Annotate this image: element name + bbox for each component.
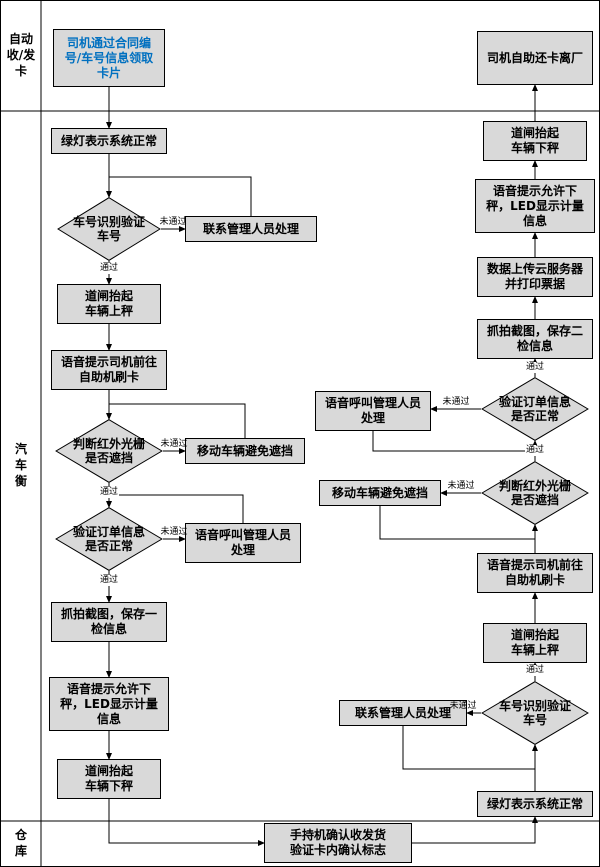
node-infrared-right-label: 判断红外光栅 是否遮挡 bbox=[498, 478, 571, 507]
node-voice-call-admin-left: 语音呼叫管理人员 处理 bbox=[185, 523, 301, 563]
lane-label-truck-scale: 汽 车 衡 bbox=[14, 442, 27, 489]
node-verify-order-right: 验证订单信息 是否正常 bbox=[481, 377, 589, 441]
node-voice-allow-off-right: 语音提示允许下 秤，LED显示计量 信息 bbox=[475, 179, 595, 233]
node-green-light-left: 绿灯表示系统正常 bbox=[51, 128, 167, 154]
diamond-shape bbox=[55, 507, 163, 571]
node-voice-swipe-right: 语音提示司机前往 自助机刷卡 bbox=[477, 553, 593, 593]
edge-label-pass: 通过 bbox=[524, 665, 546, 676]
diamond-shape bbox=[55, 419, 163, 483]
edge-label-fail: 未通过 bbox=[160, 527, 188, 537]
edge-label-pass: 通过 bbox=[98, 263, 120, 274]
node-barrier-up-off-right: 道闸抬起 车辆下秤 bbox=[483, 121, 587, 161]
diamond-shape bbox=[481, 681, 589, 745]
node-upload-cloud: 数据上传云服务器 并打印票据 bbox=[477, 257, 593, 297]
diamond-shape bbox=[481, 461, 589, 525]
node-verify-plate-right-label: 车号识别验证 车号 bbox=[498, 698, 571, 727]
node-green-light-right: 绿灯表示系统正常 bbox=[477, 791, 593, 817]
edge-label-pass: 通过 bbox=[98, 487, 120, 498]
node-verify-order-left-label: 验证订单信息 是否正常 bbox=[72, 524, 145, 553]
node-driver-get-card: 司机通过合同编 号/车号信息领取 卡片 bbox=[53, 29, 165, 87]
connector-lines bbox=[106, 84, 538, 846]
node-infrared-right: 判断红外光栅 是否遮挡 bbox=[481, 461, 589, 525]
node-contact-admin-right: 联系管理人员处理 bbox=[339, 700, 467, 726]
lane-label-warehouse: 仓 库 bbox=[14, 828, 27, 859]
edge-label-pass: 通过 bbox=[524, 445, 546, 456]
node-voice-allow-off-left: 语音提示允许下 秤，LED显示计量 信息 bbox=[49, 677, 169, 731]
edge-label-fail: 未通过 bbox=[447, 481, 475, 491]
node-verify-plate-left-label: 车号识别验证 车号 bbox=[72, 214, 145, 243]
node-move-vehicle-right: 移动车辆避免遮挡 bbox=[319, 480, 441, 506]
node-barrier-up-on-left: 道闸抬起 车辆上秤 bbox=[57, 284, 161, 324]
node-verify-plate-right: 车号识别验证 车号 bbox=[481, 681, 589, 745]
edge-label-fail: 未通过 bbox=[159, 217, 187, 227]
node-infrared-left: 判断红外光栅 是否遮挡 bbox=[55, 419, 163, 483]
node-driver-return-card: 司机自助还卡离厂 bbox=[477, 31, 593, 85]
node-verify-plate-left: 车号识别验证 车号 bbox=[57, 197, 161, 261]
node-move-vehicle-left: 移动车辆避免遮挡 bbox=[185, 438, 305, 464]
edge-label-fail: 未通过 bbox=[449, 701, 477, 711]
edge-label-pass: 通过 bbox=[98, 575, 120, 586]
node-voice-call-admin-right: 语音呼叫管理人员 处理 bbox=[315, 391, 431, 431]
edge-label-fail: 未通过 bbox=[160, 439, 188, 449]
diamond-shape bbox=[481, 377, 589, 441]
diamond-shape bbox=[57, 197, 161, 261]
node-handheld-confirm: 手持机确认收发货 验证卡内确认标志 bbox=[264, 823, 412, 863]
node-barrier-up-on-right: 道闸抬起 车辆上秤 bbox=[483, 623, 587, 663]
node-barrier-up-off-left: 道闸抬起 车辆下秤 bbox=[57, 759, 161, 799]
node-verify-order-right-label: 验证订单信息 是否正常 bbox=[498, 394, 571, 423]
node-verify-order-left: 验证订单信息 是否正常 bbox=[55, 507, 163, 571]
node-capture-second: 抓拍截图，保存二 检信息 bbox=[477, 319, 593, 359]
edge-label-fail: 未通过 bbox=[442, 397, 470, 407]
lane-label-card: 自动 收/发 卡 bbox=[6, 32, 36, 79]
node-capture-first: 抓拍截图，保存一 检信息 bbox=[51, 602, 167, 642]
node-contact-admin-left: 联系管理人员处理 bbox=[185, 216, 317, 242]
node-infrared-left-label: 判断红外光栅 是否遮挡 bbox=[72, 436, 145, 465]
edge-label-pass: 通过 bbox=[524, 362, 546, 373]
node-voice-swipe-left: 语音提示司机前往 自助机刷卡 bbox=[51, 350, 167, 390]
